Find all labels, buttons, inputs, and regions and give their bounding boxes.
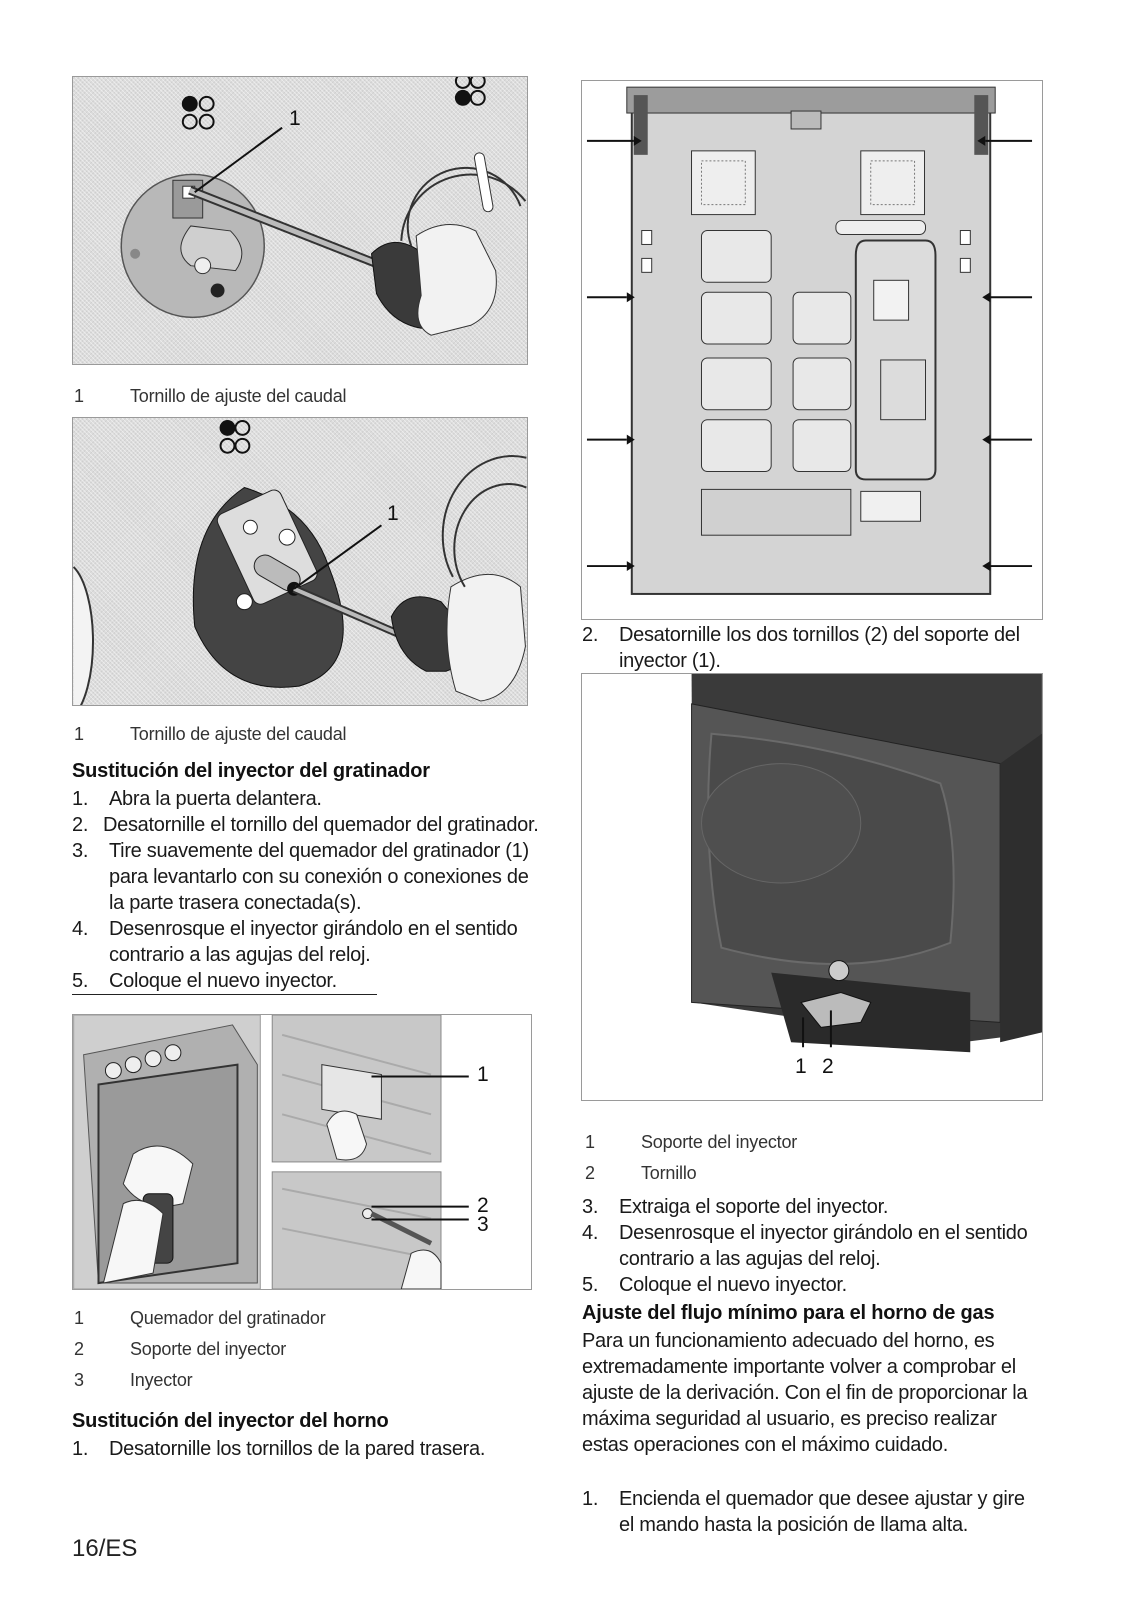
- page-number: 16/ES: [72, 1535, 138, 1562]
- callout-2: 2: [822, 1055, 834, 1078]
- section-heading-oven-injector: Sustitución del inyector del horno: [72, 1410, 389, 1432]
- figure-1-illustration: [120, 77, 527, 336]
- figure-injector-bracket: 1 2: [581, 673, 1043, 1101]
- section-heading-min-flow: Ajuste del flujo mínimo para el horno de…: [582, 1302, 995, 1324]
- step-number: 4.: [582, 1222, 599, 1244]
- legend-number: 3: [74, 1370, 84, 1390]
- step-number: 4.: [72, 918, 89, 940]
- min-flow-steps: 1. Encienda el quemador que desee ajustar…: [582, 1486, 1030, 1538]
- step-text: Desenrosque el inyector girándolo en el …: [619, 1222, 1028, 1270]
- step-item: 5. Coloque el nuevo inyector.: [582, 1272, 1030, 1298]
- callout-2: 2: [477, 1194, 489, 1217]
- legend-number: 1: [74, 386, 84, 406]
- step-number: 1.: [72, 788, 89, 810]
- callout-3: 3: [477, 1213, 489, 1236]
- legend-text: Tornillo: [641, 1163, 697, 1183]
- figure-flow-adjust-screw-top: 1: [72, 76, 528, 365]
- step-item: 1. Desatornille los tornillos de la pared…: [72, 1436, 540, 1462]
- legend-number: 2: [74, 1339, 84, 1359]
- step-item: 3. Tire suavemente del quemador del grati…: [72, 838, 540, 916]
- figure-5-illustration: [582, 674, 1042, 1100]
- step-item: 4. Desenrosque el inyector girándolo en e…: [72, 916, 540, 968]
- legend-text: Tornillo de ajuste del caudal: [130, 724, 347, 744]
- step-text: Abra la puerta delantera.: [109, 788, 322, 810]
- callout-1: 1: [477, 1063, 489, 1086]
- legend-text: Tornillo de ajuste del caudal: [130, 386, 347, 406]
- step-item: 5. Coloque el nuevo inyector.: [72, 968, 377, 995]
- grill-injector-steps: 1. Abra la puerta delantera. 2. Desatornil…: [72, 786, 540, 995]
- step-text: Desatornille el tornillo del quemador de…: [103, 814, 539, 836]
- figure-3-illustration: [73, 1015, 469, 1289]
- legend-text: Soporte del inyector: [641, 1132, 798, 1152]
- legend-text: Quemador del gratinador: [130, 1308, 326, 1328]
- step-text: Encienda el quemador que desee ajustar y…: [619, 1488, 1025, 1536]
- figure-grill-burner-removal: 1 2 3: [72, 1014, 532, 1290]
- legend-number: 1: [585, 1132, 595, 1152]
- oven-injector-step-2: 2. Desatornille los dos tornillos (2) del…: [582, 622, 1030, 674]
- figure-3-legend-item: 2 Soporte del inyector: [74, 1339, 524, 1361]
- step-number: 3.: [72, 840, 89, 862]
- step-number: 3.: [582, 1196, 599, 1218]
- figure-2-legend-item: 1 Tornillo de ajuste del caudal: [74, 724, 524, 746]
- figure-5-legend-item: 1 Soporte del inyector: [585, 1132, 1035, 1154]
- legend-number: 1: [74, 1308, 84, 1328]
- figure-oven-rear-wall-screws: [581, 80, 1043, 620]
- section-heading-grill-injector: Sustitución del inyector del gratinador: [72, 760, 430, 782]
- legend-text: Soporte del inyector: [130, 1339, 287, 1359]
- step-text: Tire suavemente del quemador del gratina…: [109, 840, 529, 914]
- step-text: Coloque el nuevo inyector.: [619, 1274, 847, 1296]
- step-text: Desatornille los dos tornillos (2) del s…: [619, 624, 1020, 672]
- step-item: 2. Desatornille los dos tornillos (2) del…: [582, 622, 1030, 674]
- step-item: 3. Extraiga el soporte del inyector.: [582, 1194, 1030, 1220]
- figure-2-illustration: [73, 419, 527, 705]
- step-item: 2. Desatornille el tornillo del quemador …: [72, 812, 540, 838]
- step-number: 5.: [72, 970, 89, 992]
- step-number: 5.: [582, 1274, 599, 1296]
- legend-number: 2: [585, 1163, 595, 1183]
- step-item: 4. Desenrosque el inyector girándolo en e…: [582, 1220, 1030, 1272]
- step-item: 1. Abra la puerta delantera.: [72, 786, 540, 812]
- step-number: 1.: [72, 1438, 89, 1460]
- figure-3-legend-item: 3 Inyector: [74, 1370, 524, 1392]
- callout-1: 1: [387, 502, 399, 525]
- figure-flow-adjust-screw-front: 1: [72, 417, 528, 706]
- legend-number: 1: [74, 724, 84, 744]
- step-text: Desatornille los tornillos de la pared t…: [109, 1438, 486, 1460]
- legend-text: Inyector: [130, 1370, 193, 1390]
- oven-injector-steps-continued: 3. Extraiga el soporte del inyector. 4. De…: [582, 1194, 1030, 1298]
- callout-1: 1: [795, 1055, 807, 1078]
- callout-1: 1: [289, 107, 301, 130]
- oven-injector-steps: 1. Desatornille los tornillos de la pared…: [72, 1436, 540, 1462]
- step-text: Desenrosque el inyector girándolo en el …: [109, 918, 518, 966]
- step-text: Extraiga el soporte del inyector.: [619, 1196, 889, 1218]
- figure-4-illustration: [586, 86, 1033, 595]
- figure-1-legend-item: 1 Tornillo de ajuste del caudal: [74, 386, 524, 408]
- min-flow-paragraph: Para un funcionamiento adecuado del horn…: [582, 1330, 1028, 1456]
- step-text: Coloque el nuevo inyector.: [109, 970, 337, 992]
- step-item: 1. Encienda el quemador que desee ajustar…: [582, 1486, 1030, 1538]
- step-number: 2.: [72, 814, 89, 836]
- step-number: 2.: [582, 624, 599, 646]
- step-number: 1.: [582, 1488, 599, 1510]
- figure-5-legend-item: 2 Tornillo: [585, 1163, 1035, 1185]
- figure-3-legend-item: 1 Quemador del gratinador: [74, 1308, 524, 1330]
